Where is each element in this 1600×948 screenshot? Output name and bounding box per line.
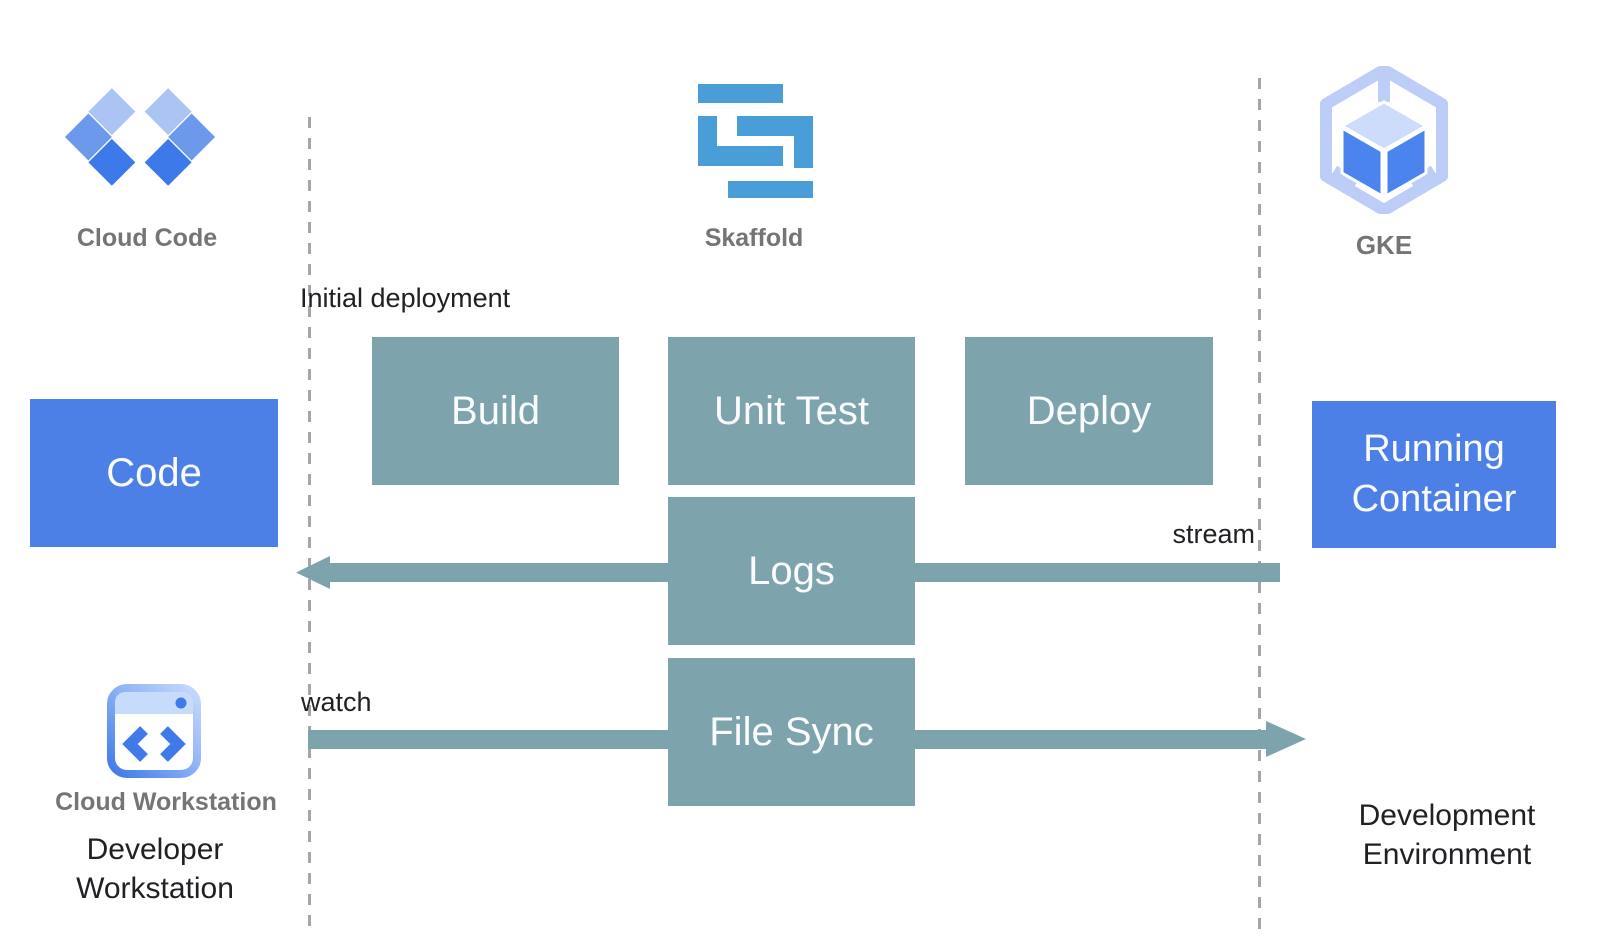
build-box: Build — [372, 337, 619, 485]
cloud-code-icon — [64, 88, 216, 186]
logs-box: Logs — [668, 497, 915, 645]
unit-test-box: Unit Test — [668, 337, 915, 485]
development-environment-caption: Development Environment — [1358, 799, 1536, 871]
cloud-workstation-label: Cloud Workstation — [55, 788, 277, 816]
stream-label: stream — [1172, 519, 1255, 549]
gke-icon — [1320, 66, 1448, 214]
code-box: Code — [30, 399, 278, 547]
gke-label: GKE — [1355, 230, 1413, 260]
deploy-box: Deploy — [965, 337, 1213, 485]
cloud-code-label: Cloud Code — [76, 224, 218, 252]
skaffold-icon — [698, 84, 813, 198]
dashed-line-right — [1258, 78, 1261, 930]
developer-workstation-caption: Developer Workstation — [76, 833, 234, 905]
skaffold-label: Skaffold — [704, 224, 804, 252]
watch-label: watch — [301, 687, 372, 717]
dashed-line-left — [308, 117, 311, 930]
initial-deployment-label: Initial deployment — [300, 283, 511, 313]
cloud-workstation-icon — [107, 684, 201, 778]
running-container-box: Running Container — [1312, 401, 1556, 548]
file-sync-box: File Sync — [668, 658, 915, 806]
